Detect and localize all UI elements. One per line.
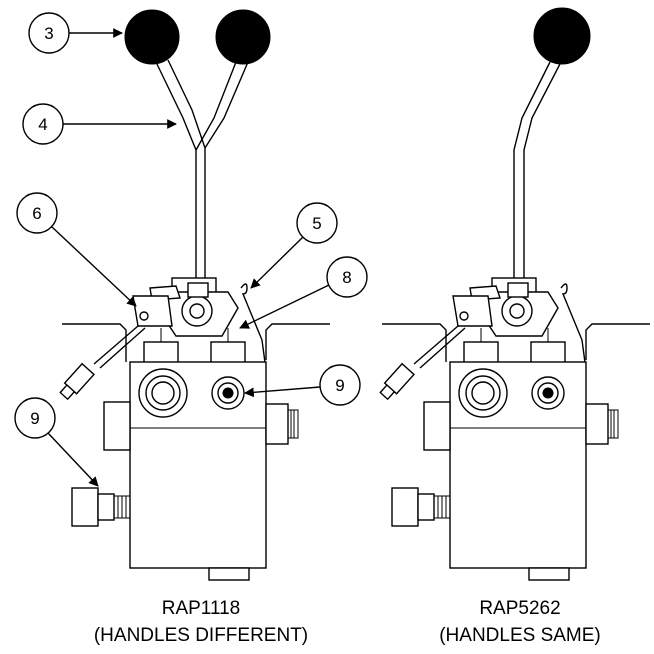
right-note-caption: (HANDLES SAME) xyxy=(439,625,601,646)
left-mount-plate-right xyxy=(265,323,330,360)
left-side-nut-left xyxy=(103,401,131,451)
svg-text:6: 6 xyxy=(32,204,41,223)
left-mount-plate-left xyxy=(62,323,127,362)
left-switch-screw xyxy=(139,311,149,321)
right-handle-rod xyxy=(513,61,551,278)
left-knob-1 xyxy=(124,9,180,65)
left-model-caption: RAP1118 xyxy=(162,598,241,619)
left-assembly xyxy=(59,9,330,581)
svg-text:5: 5 xyxy=(312,214,321,233)
left-side-thread xyxy=(288,409,299,439)
left-wire xyxy=(99,327,146,369)
callout-5: 5 xyxy=(250,202,338,289)
left-switch-body xyxy=(132,295,173,327)
right-knob xyxy=(533,7,591,65)
left-handle-rod-2 xyxy=(195,61,237,151)
callout-4: 4 xyxy=(22,103,177,145)
left-side-nut-right xyxy=(265,403,289,445)
right-assembly xyxy=(379,7,650,581)
svg-text:9: 9 xyxy=(335,376,344,395)
left-handle-rod-1 xyxy=(155,61,197,278)
left-spring xyxy=(240,283,267,371)
right-spring xyxy=(560,283,587,371)
left-pivot-inner xyxy=(189,303,205,319)
left-pivot-clip xyxy=(187,282,209,298)
callout-8: 8 xyxy=(239,256,368,329)
left-note-caption: (HANDLES DIFFERENT) xyxy=(94,625,308,646)
svg-text:8: 8 xyxy=(342,268,351,287)
right-lower-fitting xyxy=(391,487,419,527)
left-top-port-2 xyxy=(210,341,246,365)
left-top-port-1 xyxy=(143,341,179,365)
right-connector xyxy=(379,362,415,401)
left-knob-2 xyxy=(215,9,271,65)
callout-9-left: 9 xyxy=(14,397,99,487)
right-handle-rod-b xyxy=(523,61,562,278)
left-connector xyxy=(59,362,95,401)
right-model-caption: RAP5262 xyxy=(479,598,560,619)
svg-text:4: 4 xyxy=(38,115,47,134)
left-bottom-port xyxy=(208,567,250,581)
svg-text:9: 9 xyxy=(30,409,39,428)
left-lower-fitting xyxy=(71,487,99,527)
left-handle-rod-1b xyxy=(167,59,206,278)
left-gauge-port-center xyxy=(222,387,234,399)
left-handle-rod-2b xyxy=(204,61,249,149)
callout-6: 6 xyxy=(16,192,137,307)
callout-3: 3 xyxy=(28,12,123,54)
callout-9-right: 9 xyxy=(244,364,361,406)
svg-text:3: 3 xyxy=(44,24,53,43)
